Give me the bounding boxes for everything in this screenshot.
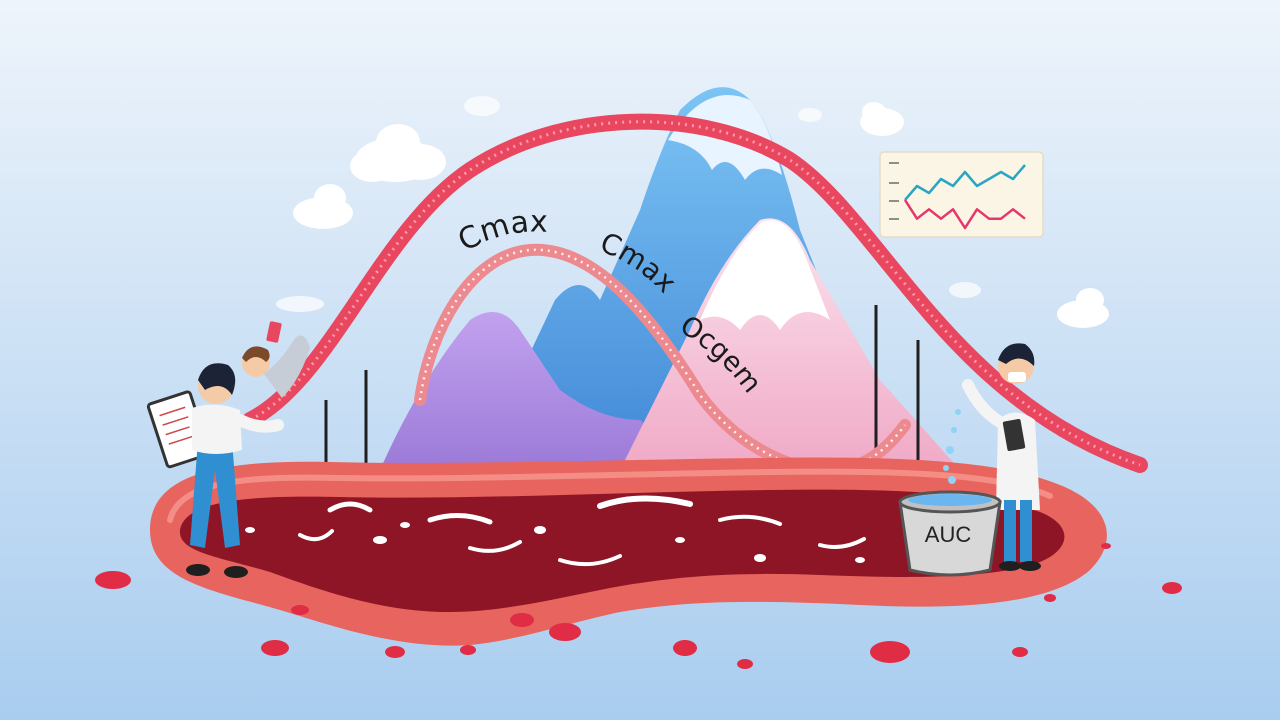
scientist-right	[941, 343, 1041, 571]
mini-chart-axis-ticks	[889, 162, 899, 220]
mountain-purple	[380, 312, 700, 470]
rider-child	[242, 321, 310, 398]
mountain-pink-snow	[700, 220, 830, 330]
cloud-icon	[1057, 288, 1109, 328]
cloud-icon	[860, 102, 904, 136]
bucket-label: AUC	[925, 522, 972, 547]
tablet-icon	[1002, 418, 1026, 452]
mini-chart	[903, 164, 1026, 230]
blood-channel	[179, 489, 1065, 612]
outer-curve-dots	[249, 120, 1141, 467]
blood-cell-swirls	[298, 495, 866, 567]
cloud-icon	[293, 184, 353, 229]
cloud-icon	[350, 124, 446, 182]
scientist-left	[146, 363, 284, 578]
auc-bucket: AUC	[898, 490, 1002, 577]
clipboard-notes	[159, 406, 195, 445]
mini-chart-series-1	[904, 164, 1026, 201]
cloud-icon	[276, 96, 981, 312]
mini-chart-series-2	[903, 199, 1026, 230]
blood-cell-dots	[245, 522, 865, 563]
blood-droplets	[95, 543, 1182, 669]
vessel-rim-highlight	[167, 468, 1053, 523]
coaster-support	[324, 305, 920, 465]
